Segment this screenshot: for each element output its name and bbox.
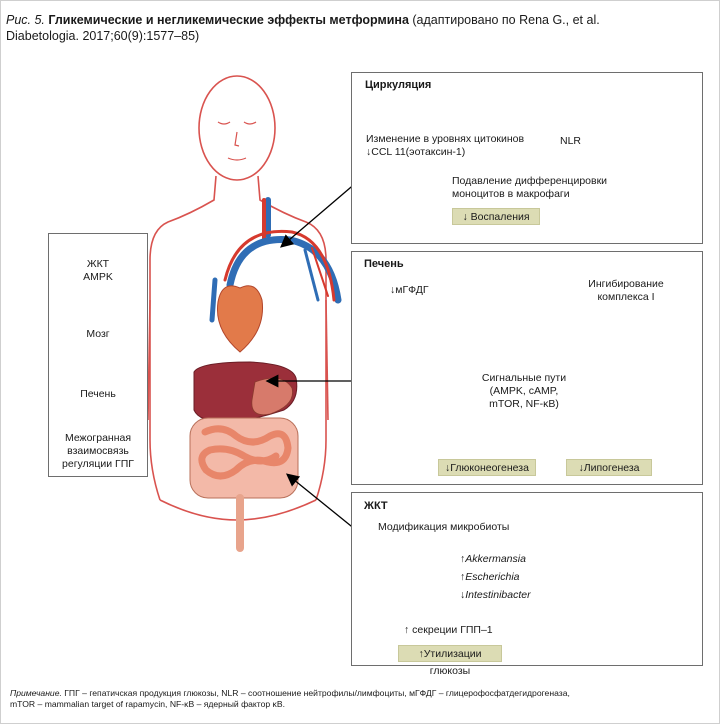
monocytes-text: Подавление дифференцировки моноцитов в м…	[452, 175, 607, 201]
heart-shape	[216, 285, 264, 353]
axis-caption-2: взаимосвязь	[67, 445, 129, 457]
axis-caption-1: Межогранная	[64, 432, 132, 444]
inter-organ-axis-panel: ЖКТ AMPK Мозг Печень Межогранная взаимос…	[48, 233, 148, 477]
cytokines-line-2: ↓CCL 11(эотаксин-1)	[366, 146, 466, 158]
axis-organ-brain: Мозг	[86, 328, 110, 340]
figure-label: Рис. 5.	[6, 13, 45, 27]
lipogenesis-badge: ↓Липогенеза	[566, 459, 652, 476]
axis-organ-gut: ЖКТ	[86, 258, 110, 270]
liver-node: Печень	[59, 388, 137, 401]
signal-line-2: (AMPK, cAMP,	[489, 385, 559, 397]
glp-label: ↑ секреции ГПП–1	[404, 624, 493, 636]
microbiota-label: Модификация микробиоты	[378, 521, 510, 533]
complex-line-1: Ингибирование	[588, 278, 664, 290]
gut-arrow	[285, 473, 357, 531]
complex-line-2: комплекса I	[597, 291, 655, 303]
liver-panel: Печень ↓мГФДГ Ингибирование комплекса I …	[351, 251, 703, 485]
signal-line-3: mTOR, NF-κB)	[489, 398, 559, 410]
akkermansia-label: Akkermansia	[465, 553, 526, 565]
complex-text: Ингибирование комплекса I	[576, 278, 676, 304]
circulation-arrow	[280, 181, 358, 248]
glucose-utilization-badge: ↑Утилизации глюкозы	[398, 645, 502, 677]
gut-panel: ЖКТ Модификация микробиоты ↑Akkermansia …	[351, 492, 703, 677]
inflammation-badge: ↓ Воспаления	[452, 208, 540, 225]
escherichia-arrow: ↑	[460, 571, 466, 583]
figure-title: Гликемические и негликемические эффекты …	[48, 13, 409, 27]
figure-source-1: (адаптировано по Rena G., et al.	[408, 13, 600, 27]
cytokines-text: Изменение в уровнях цитокинов ↓CCL 11(эо…	[366, 133, 524, 159]
figure-source-2: Diabetologia. 2017;60(9):1577–85)	[6, 29, 200, 43]
monocytes-line-2: моноцитов в макрофаги	[452, 188, 570, 200]
intestinibacter-label: Intestinibacter	[465, 589, 531, 601]
face-features	[217, 121, 257, 161]
akkermansia-arrow: ↑	[460, 553, 466, 565]
signal-text: Сигнальные пути (AMPK, cAMP, mTOR, NF-κB…	[476, 372, 572, 411]
gluconeogenesis-badge: ↓Глюконеогенеза	[438, 459, 536, 476]
axis-caption-3: регуляции ГПГ	[62, 458, 134, 470]
footnote-line-1: ГПГ – гепатичская продукция глюкозы, NLR…	[61, 688, 570, 698]
nlr-label: NLR	[560, 135, 582, 147]
gut-ampk-node: ЖКТ AMPK	[59, 258, 137, 284]
brain-node: Мозг	[59, 328, 137, 341]
intestinibacter-arrow: ↓	[460, 589, 466, 601]
cytokines-line-1: Изменение в уровнях цитокинов	[366, 133, 525, 145]
axis-organ-liver: Печень	[80, 388, 116, 400]
bacteria-list: ↑Akkermansia ↑Escherichia ↓Intestinibact…	[460, 550, 531, 604]
axis-organ-ampk: AMPK	[83, 271, 113, 283]
signal-line-1: Сигнальные пути	[481, 372, 567, 384]
liver-title: Печень	[364, 258, 404, 270]
figure-caption: Рис. 5. Гликемические и негликемические …	[6, 12, 706, 44]
circulation-panel: Циркуляция Изменение в уровнях цитокинов…	[351, 72, 703, 244]
axis-caption: Межогранная взаимосвязь регуляции ГПГ	[49, 432, 147, 471]
small-intestine-coils	[198, 425, 292, 480]
gut-title: ЖКТ	[364, 500, 388, 512]
footnote-label: Примечание.	[10, 688, 62, 698]
footnote: Примечание. ГПГ – гепатичская продукция …	[10, 688, 710, 710]
mgfdg-label: ↓мГФДГ	[390, 284, 429, 296]
footnote-line-2: mTOR – mammalian target of rapamycin, NF…	[10, 699, 285, 709]
circulation-title: Циркуляция	[365, 79, 432, 91]
escherichia-label: Escherichia	[465, 571, 520, 583]
stomach-shape	[251, 377, 293, 416]
monocytes-line-1: Подавление дифференцировки	[452, 175, 608, 187]
